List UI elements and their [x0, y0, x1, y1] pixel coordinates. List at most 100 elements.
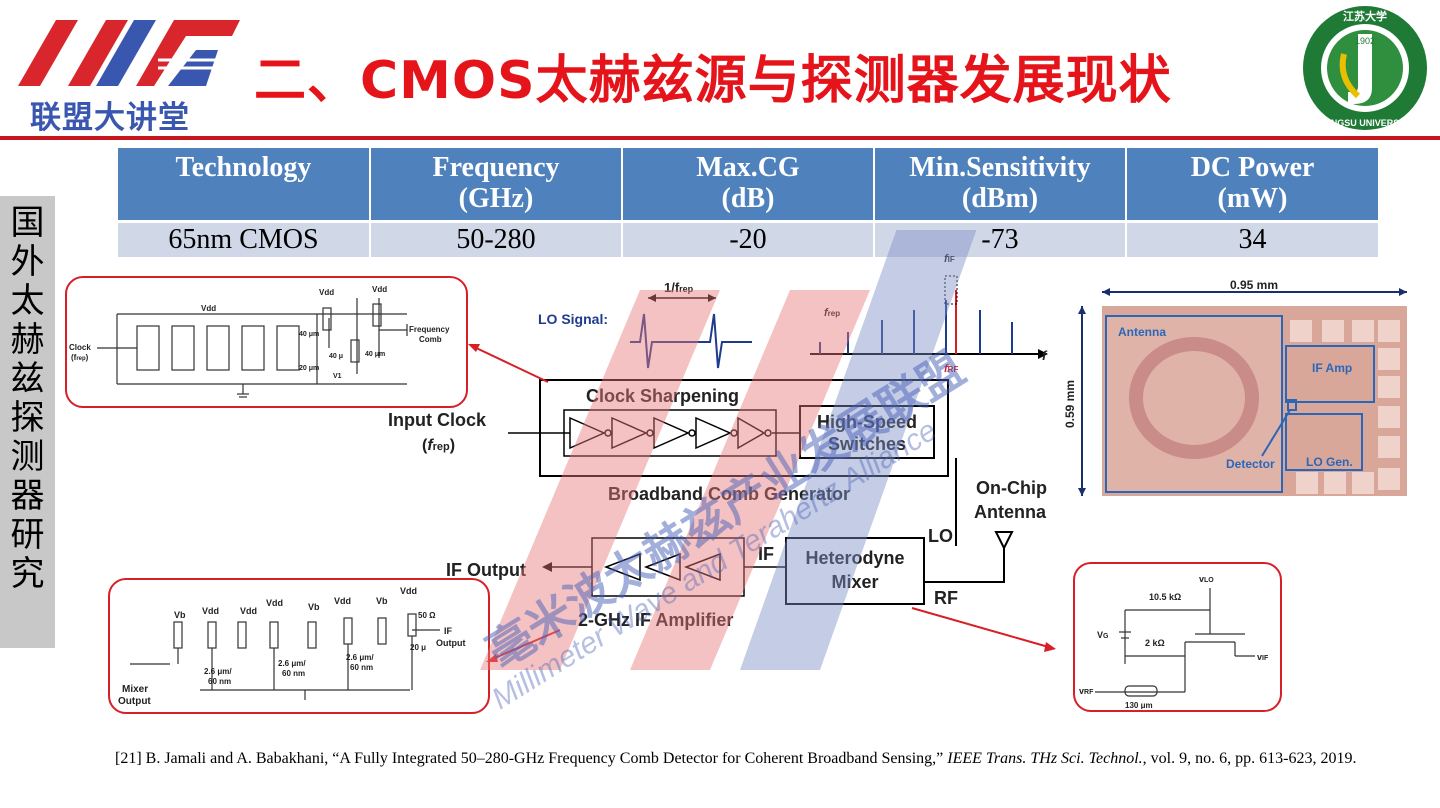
vdd-label: Vdd: [201, 304, 216, 313]
table-header-cell: Technology: [118, 148, 371, 222]
clock-sharpening-label: Clock Sharpening: [586, 386, 739, 406]
switches-label: Switches: [828, 434, 906, 454]
vb-label: Vb: [308, 602, 320, 612]
input-clock-frep: (frep): [422, 437, 455, 454]
fif-label: fIF: [944, 253, 955, 265]
side-char: 太: [10, 281, 45, 321]
lo-signal-label: LO Signal:: [538, 311, 608, 327]
university-name: JIANGSU UNIVERSITY: [1317, 118, 1414, 128]
side-char: 究: [10, 554, 45, 594]
rf-label: RF: [934, 588, 958, 608]
dim-label: 2.6 μm/: [346, 653, 374, 662]
if-amp-schematic-box: Vb Vdd Vdd Vdd Vb Vdd Vb Vdd 2.6 μm/ 60 …: [108, 578, 490, 714]
dim-label: 2.6 μm/: [278, 659, 306, 668]
mixer-schematic: vLO 10.5 kΩ VG 2 kΩ vIF vRF 130 μm: [1079, 574, 1269, 710]
width-label: 40 μm: [365, 351, 385, 358]
mixer-output-label: Output: [118, 696, 151, 707]
chip-height-label: 0.59 mm: [1063, 380, 1077, 428]
resistor-label: 10.5 kΩ: [1149, 592, 1181, 602]
lo-gen-label: LO Gen.: [1306, 455, 1353, 469]
table-header-cell: Min.Sensitivity(dBm): [874, 148, 1127, 222]
high-speed-label: High-Speed: [817, 412, 917, 432]
clock-frep-label: (frep): [71, 353, 89, 362]
vb-label: Vb: [376, 596, 388, 606]
table-header-row: Technology Frequency(GHz) Max.CG(dB) Min…: [118, 148, 1378, 222]
table-cell: 34: [1126, 220, 1378, 257]
resistor-label: 2 kΩ: [1145, 638, 1165, 648]
dim-label: 2.6 μm/: [204, 667, 232, 676]
freq-comb-label: Frequency: [409, 325, 450, 334]
lo-label: LO: [928, 526, 953, 546]
table-row: 65nm CMOS 50-280 -20 -73 34: [118, 220, 1378, 257]
side-char: 兹: [10, 359, 45, 399]
chip-photo: 0.95 mm 0.59 mm Antenna IF Amp Detector …: [1063, 278, 1407, 496]
table-cell: -73: [874, 220, 1127, 257]
table-header-cell: DC Power(mW): [1126, 148, 1378, 222]
frf-label: fRF: [944, 363, 958, 375]
side-char: 赫: [10, 320, 45, 360]
comb-generator-label: Broadband Comb Generator: [608, 484, 850, 504]
width-label: 40 μm: [299, 331, 319, 338]
vdd-label: Vdd: [266, 598, 283, 608]
period-label: 1/frep: [664, 280, 694, 295]
chip-width-label: 0.95 mm: [1230, 278, 1278, 292]
table-header-cell: Frequency(GHz): [370, 148, 623, 222]
alliance-logo: [18, 20, 240, 86]
vg-label: VG: [1097, 630, 1109, 640]
table-cell: 50-280: [370, 220, 623, 257]
logo-text: 联盟大讲堂: [30, 100, 190, 135]
if-output-label: IF: [444, 626, 453, 636]
mixer-schematic-box: vLO 10.5 kΩ VG 2 kΩ vIF vRF 130 μm: [1073, 562, 1282, 712]
if-amplifier-label: 2-GHz IF Amplifier: [578, 610, 733, 630]
block-diagram: LO Signal: 1/frep f frep fIF fRF Clock S…: [388, 253, 1048, 630]
dim-label: 60 nm: [208, 677, 231, 686]
resistor-label: 50 Ω: [418, 611, 436, 620]
title-divider: [0, 136, 1440, 140]
if-amp-schematic: Vb Vdd Vdd Vdd Vb Vdd Vb Vdd 2.6 μm/ 60 …: [118, 586, 466, 707]
antenna-label: Antenna: [974, 502, 1047, 522]
side-char: 探: [10, 398, 45, 438]
clock-schematic: Clock (frep) Vdd Vdd Vdd 40 μm 20 μm 40 …: [69, 285, 450, 398]
university-logo: 1902 JIANGSU UNIVERSITY 江苏大学: [1303, 6, 1427, 130]
clock-label: Clock: [69, 343, 91, 352]
v1-label: V1: [333, 373, 342, 380]
vdd-label: Vdd: [334, 596, 351, 606]
spec-table: Technology Frequency(GHz) Max.CG(dB) Min…: [118, 148, 1378, 257]
vrf-label: vRF: [1079, 686, 1094, 696]
width-label: 20 μm: [299, 365, 319, 372]
table-header-cell: Max.CG(dB): [622, 148, 875, 222]
vif-label: vIF: [1257, 652, 1269, 662]
vlo-label: vLO: [1199, 574, 1214, 584]
vdd-label: Vdd: [202, 606, 219, 616]
freq-comb-label: Comb: [419, 335, 442, 344]
if-label: IF: [758, 544, 774, 564]
length-label: 130 μm: [1125, 701, 1153, 709]
reference-citation: [21] B. Jamali and A. Babakhani, “A Full…: [115, 750, 1357, 767]
width-label: 40 μ: [329, 353, 343, 360]
side-char: 外: [10, 242, 45, 282]
if-output-label: Output: [436, 638, 466, 648]
freq-axis-label: f: [1042, 348, 1048, 363]
vdd-label: Vdd: [400, 586, 417, 596]
input-clock-label: Input Clock: [388, 410, 487, 430]
page-title: 二、CMOS太赫兹源与探测器发展现状: [254, 51, 1172, 111]
vdd-label: Vdd: [372, 285, 387, 294]
table-cell: -20: [622, 220, 875, 257]
heterodyne-label: Heterodyne: [805, 548, 904, 568]
side-char: 研: [10, 515, 45, 555]
frep-label: frep: [824, 307, 840, 319]
clock-schematic-box: Clock (frep) Vdd Vdd Vdd 40 μm 20 μm 40 …: [65, 276, 468, 408]
university-name-cn: 江苏大学: [1343, 9, 1387, 23]
side-label: 国 外 太 赫 兹 探 测 器 研 究: [0, 196, 55, 648]
vb-label: Vb: [174, 610, 186, 620]
mixer-output-label: Mixer: [122, 684, 148, 695]
if-amp-label: IF Amp: [1312, 361, 1352, 375]
vdd-label: Vdd: [240, 606, 257, 616]
detector-label: Detector: [1226, 457, 1275, 471]
university-year: 1902: [1355, 36, 1375, 46]
side-char: 国: [10, 203, 45, 243]
vdd-label: Vdd: [319, 288, 334, 297]
dim-label: 60 nm: [282, 669, 305, 678]
width-label: 20 μ: [410, 643, 426, 652]
table-cell: 65nm CMOS: [118, 220, 371, 257]
